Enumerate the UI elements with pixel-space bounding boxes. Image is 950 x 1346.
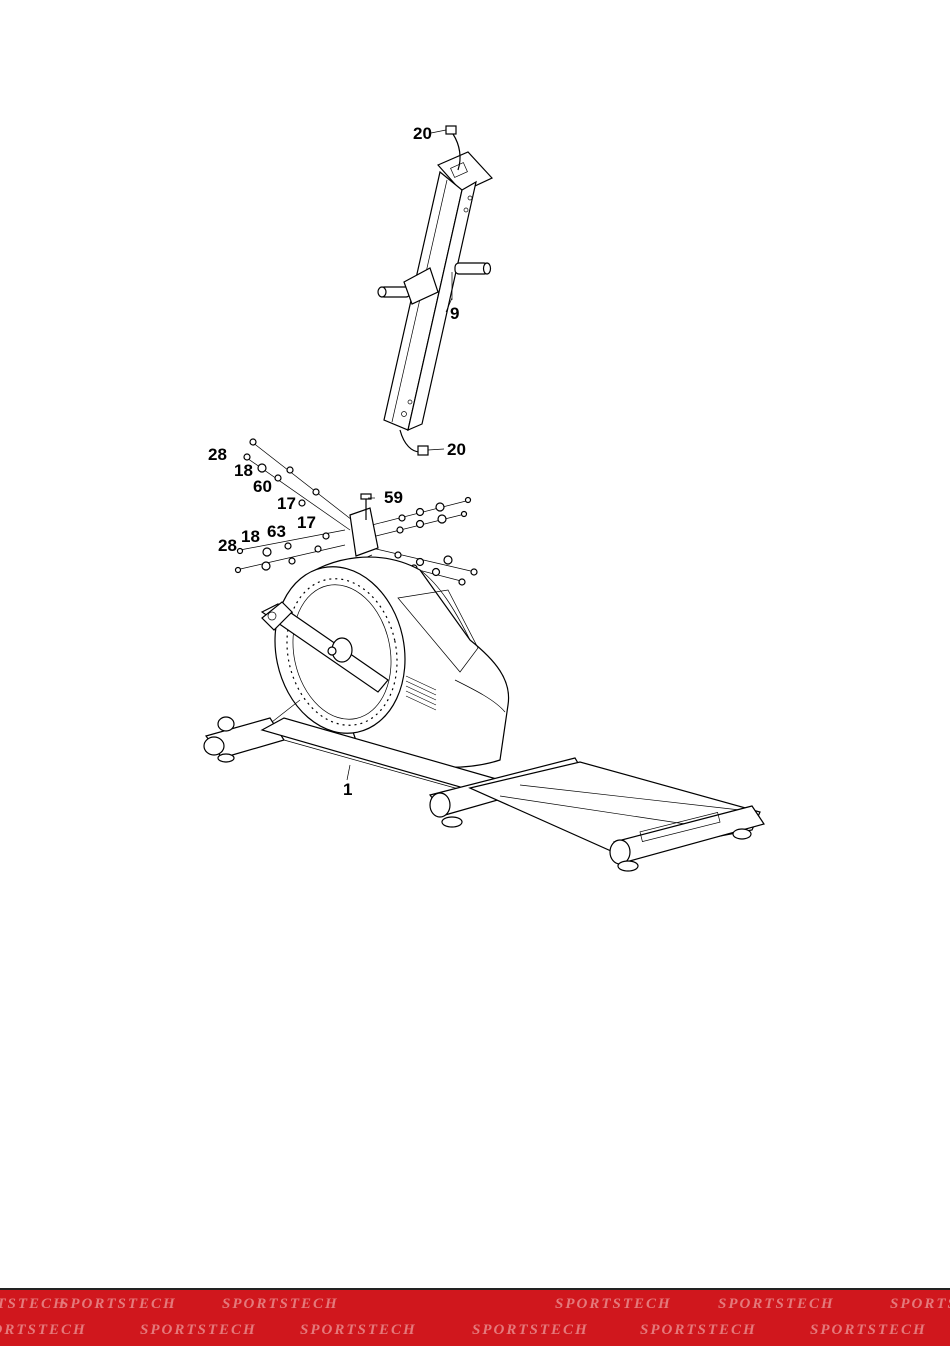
- footer-watermark: SPORTSTECH: [810, 1322, 927, 1339]
- label-59: 59: [384, 488, 403, 507]
- label-18-bottom: 18: [241, 527, 260, 546]
- label-63: 63: [267, 522, 286, 541]
- label-18-top: 18: [234, 461, 253, 480]
- footer-watermark: SPORTSTECH: [222, 1296, 339, 1313]
- label-1: 1: [343, 780, 352, 799]
- label-28-bottom: 28: [218, 536, 237, 555]
- label-20-top: 20: [413, 124, 432, 143]
- label-9: 9: [450, 304, 459, 323]
- label-17-a: 17: [277, 494, 296, 513]
- assembly-diagram: 20 9 20 28 18 60 17 59 17 18 63 28 1: [0, 0, 950, 1288]
- cable-bottom: [400, 430, 444, 455]
- footer-watermark: SPORTSTECH: [472, 1322, 589, 1339]
- footer-watermark: SPORTSTECH: [890, 1296, 950, 1313]
- footer-watermark: SPORTSTECH: [140, 1322, 257, 1339]
- footer-watermark: SPORTSTECH: [0, 1322, 87, 1339]
- label-20-bottom: 20: [447, 440, 466, 459]
- footer-watermark: SPORTSTECH: [300, 1322, 417, 1339]
- main-frame: [204, 494, 764, 871]
- upright-post: [378, 152, 492, 430]
- footer-watermark: SPORTSTECH: [640, 1322, 757, 1339]
- footer-watermark: SPORTSTECH: [60, 1296, 177, 1313]
- footer-watermark: SPORTSTECH: [555, 1296, 672, 1313]
- footer-brand-band: SPORTSTECH SPORTSTECH SPORTSTECH SPORTST…: [0, 1288, 950, 1346]
- footer-watermark: SPORTSTECH: [718, 1296, 835, 1313]
- label-28-top: 28: [208, 445, 227, 464]
- label-17-b: 17: [297, 513, 316, 532]
- footer-watermark: SPORTSTECH: [0, 1296, 67, 1313]
- label-60: 60: [253, 477, 272, 496]
